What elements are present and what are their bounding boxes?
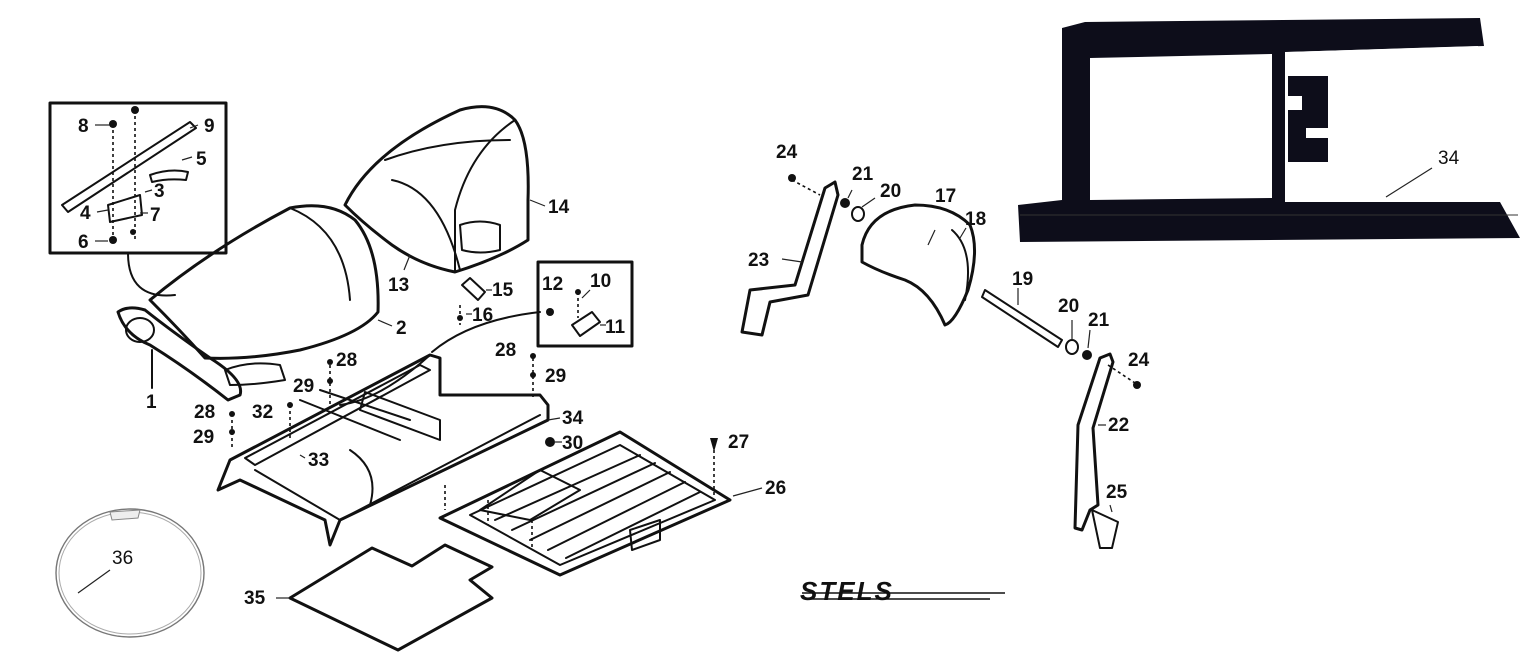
cable-ring	[55, 508, 205, 638]
callout-30: 30	[562, 433, 583, 454]
callout-34-a: 34	[562, 408, 584, 429]
latch-parts-15-16	[457, 277, 492, 325]
callout-19: 19	[1012, 269, 1033, 290]
rear-seat	[343, 105, 546, 274]
callout-36: 36	[112, 548, 133, 569]
floor-tray	[438, 430, 763, 577]
inset-latch-detail	[431, 260, 634, 353]
callout-8: 8	[78, 116, 89, 137]
callout-21-left: 21	[852, 164, 874, 185]
frame-photo	[1018, 18, 1520, 242]
callout-11: 11	[605, 317, 626, 338]
callout-25: 25	[1106, 482, 1128, 503]
inset-connector-line	[127, 252, 176, 297]
callout-3: 3	[154, 181, 165, 202]
callout-6: 6	[78, 232, 89, 253]
brand-logo: STELS	[800, 576, 894, 606]
callout-28-b: 28	[336, 350, 357, 371]
callout-28-a: 28	[194, 402, 215, 423]
callout-29-c: 29	[545, 366, 566, 387]
callout-1: 1	[146, 392, 157, 413]
floor-mat	[276, 543, 494, 652]
callout-24-left: 24	[776, 142, 798, 163]
logo-swoosh	[802, 592, 1005, 600]
callout-7: 7	[150, 205, 161, 226]
callout-29-b: 29	[293, 376, 314, 397]
callout-23: 23	[748, 250, 769, 271]
callout-14: 14	[548, 197, 570, 218]
callout-12: 12	[542, 274, 563, 295]
front-seat	[116, 204, 393, 402]
callout-26: 26	[765, 478, 786, 499]
callout-24-right: 24	[1128, 350, 1150, 371]
callout-labels: 1 2 3 4 5 6 7 8 9 10 11 12 13 14 15 16 1…	[78, 116, 1460, 609]
callout-18: 18	[965, 209, 986, 230]
inset-hinge-detail	[48, 101, 228, 255]
callout-17: 17	[935, 186, 956, 207]
callout-4: 4	[80, 203, 91, 224]
callout-33: 33	[308, 450, 329, 471]
callout-20-right: 20	[1058, 296, 1079, 317]
callout-9: 9	[204, 116, 215, 137]
callout-13: 13	[388, 275, 409, 296]
seat-base-frame	[216, 353, 562, 547]
callout-34-b: 34	[1438, 148, 1460, 169]
callout-29-a: 29	[193, 427, 214, 448]
callout-20-left: 20	[880, 181, 901, 202]
backrest-assembly	[740, 174, 1141, 549]
callout-5: 5	[196, 149, 207, 170]
callout-32: 32	[252, 402, 273, 423]
callout-21-right: 21	[1088, 310, 1110, 331]
callout-27: 27	[728, 432, 749, 453]
callout-22: 22	[1108, 415, 1129, 436]
callout-16: 16	[472, 305, 493, 326]
callout-35: 35	[244, 588, 266, 609]
callout-2: 2	[396, 318, 407, 339]
callout-28-c: 28	[495, 340, 516, 361]
callout-15: 15	[492, 280, 514, 301]
callout-10: 10	[590, 271, 611, 292]
